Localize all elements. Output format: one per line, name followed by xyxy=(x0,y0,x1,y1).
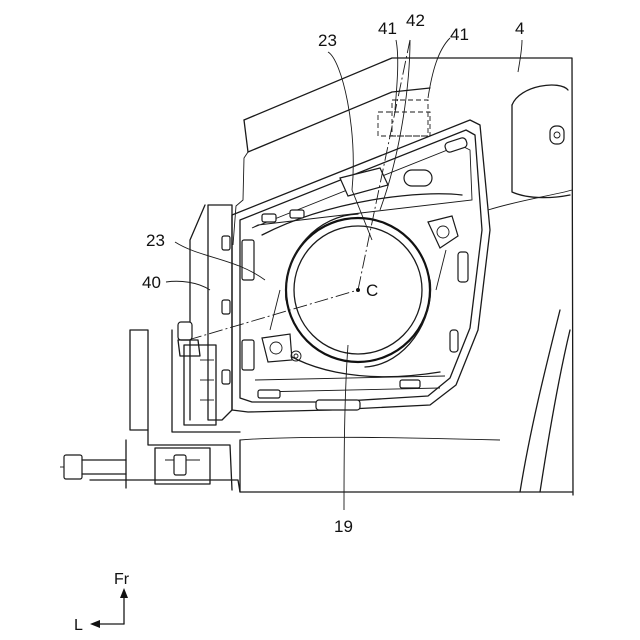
forward-label: Fr xyxy=(114,571,130,588)
arrow-left-icon xyxy=(90,620,100,628)
ref-label-23-left: 23 xyxy=(146,231,165,250)
bracket-40 xyxy=(172,205,240,432)
ref-label-42: 42 xyxy=(406,11,425,30)
body-panel-4 xyxy=(90,58,573,495)
orientation-indicator: Fr L xyxy=(74,571,130,634)
ref-label-4: 4 xyxy=(515,19,524,38)
arrow-up-icon xyxy=(120,588,128,598)
ref-label-19: 19 xyxy=(334,517,353,536)
ref-label-40: 40 xyxy=(142,273,161,292)
lamp-housing xyxy=(232,120,490,412)
ref-label-41-right: 41 xyxy=(450,25,469,44)
ref-label-41-left: 41 xyxy=(378,19,397,38)
left-label: L xyxy=(74,617,83,634)
ref-label-23-top: 23 xyxy=(318,31,337,50)
hidden-boxes-41 xyxy=(378,100,430,136)
ref-label-c: C xyxy=(366,281,378,300)
lower-bracket xyxy=(60,330,232,490)
